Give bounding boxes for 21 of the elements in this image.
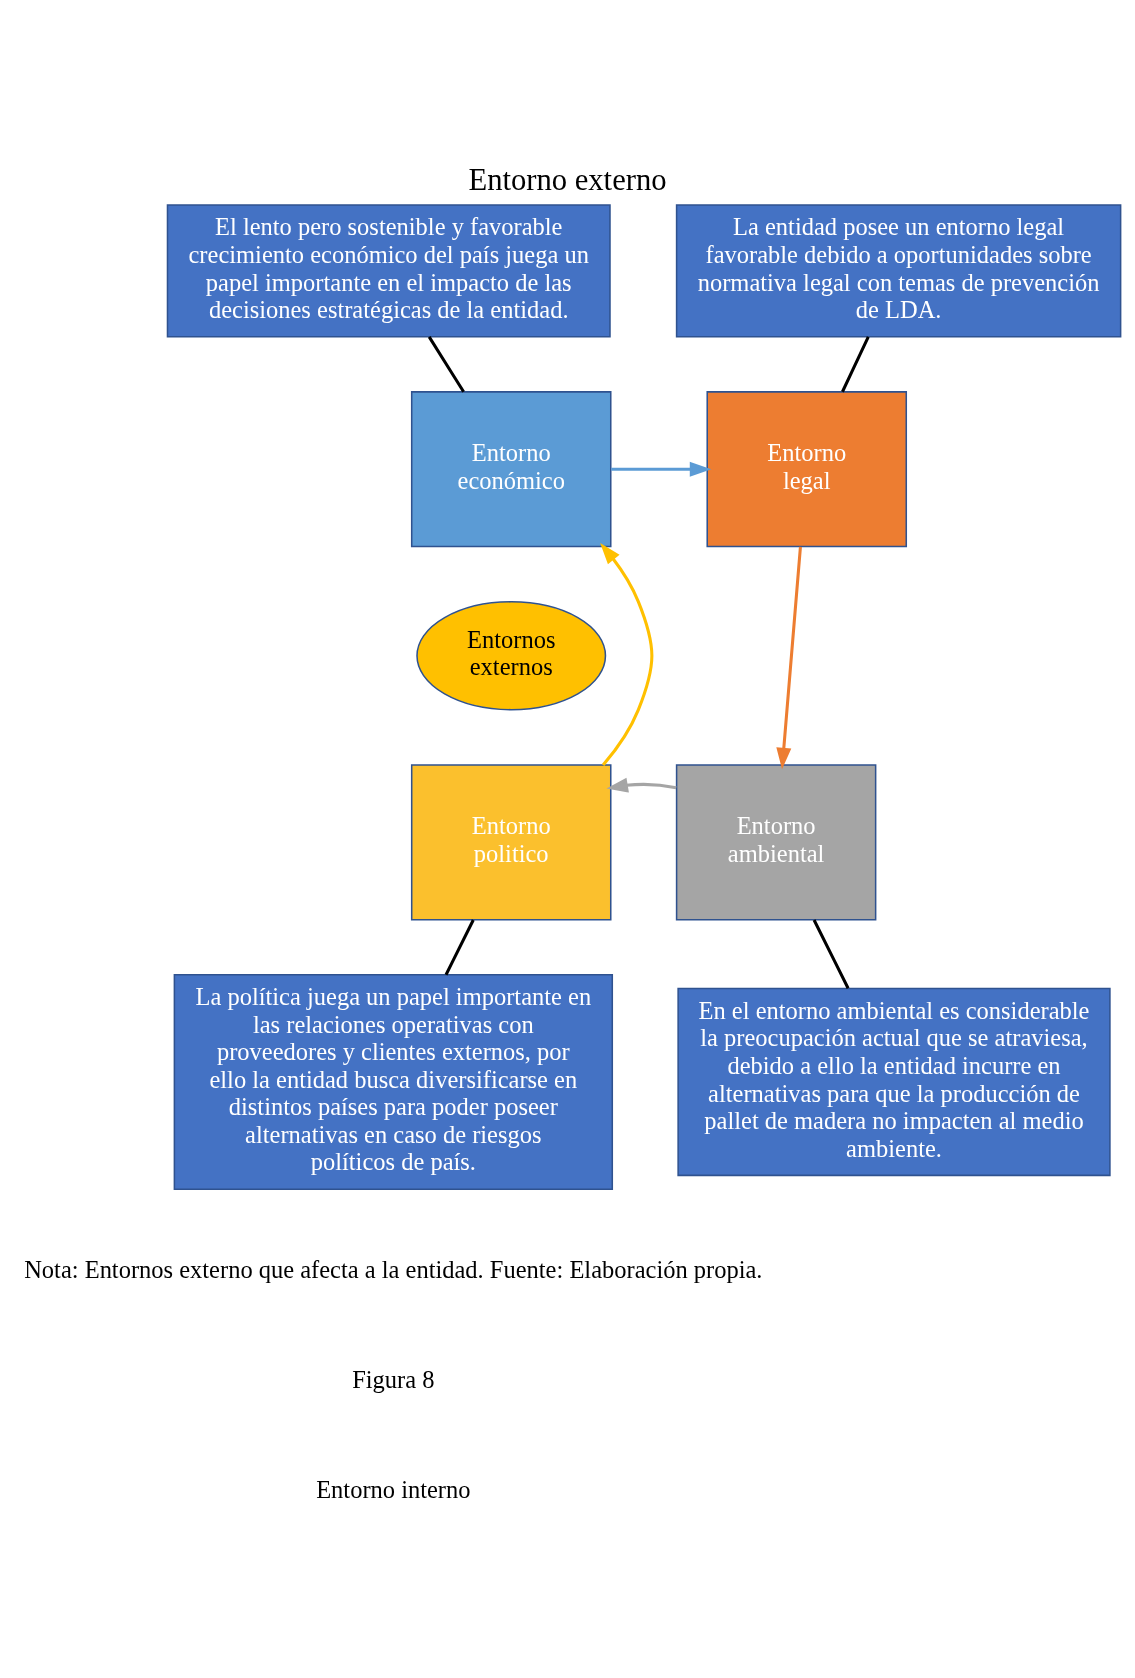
connector (444, 918, 475, 975)
node-box: La política juega un papel importante en las relaciones operativas con proveedores y clientes externos, por ello la entidad busca diversificarse en distintos países para poder poseer alternativas en caso de riesgos políticos de país. (173, 973, 614, 1190)
node-box: Entorno económico (410, 390, 612, 547)
arrow (611, 461, 712, 477)
label: Entorno interno (316, 1475, 471, 1503)
node-box: Entorno politico (410, 763, 612, 920)
arrow (776, 546, 802, 769)
label: Nota: Entornos externo que afecta a la entidad. Fuente: Elaboración propia. (24, 1255, 763, 1283)
connector (841, 335, 870, 392)
node-box: La entidad posee un entorno legal favorable debido a oportunidades sobre normativa legal con temas de prevención de LDA. (675, 203, 1122, 337)
node-box: Entorno ambiental (675, 763, 877, 920)
node-box: El lento pero sostenible y favorable crecimiento económico del país juega un papel importante en el impacto de las decisiones estratégicas de la entidad. (166, 203, 611, 337)
arrow (606, 777, 677, 793)
connector (427, 335, 465, 393)
node-ellipse: Entornos externos (416, 600, 607, 710)
arrow (600, 542, 654, 766)
node-box: En el entorno ambiental es considerable la preocupación actual que se atraviesa, debido a ello la entidad incurre en alternativas para que la producción de pallet de madera no impacten al medio ambiente. (677, 987, 1111, 1176)
node-box: Entorno legal (706, 390, 908, 547)
label: Figura 8 (352, 1365, 435, 1393)
diagram-title: Entorno externo (468, 162, 667, 197)
connector (812, 918, 850, 989)
